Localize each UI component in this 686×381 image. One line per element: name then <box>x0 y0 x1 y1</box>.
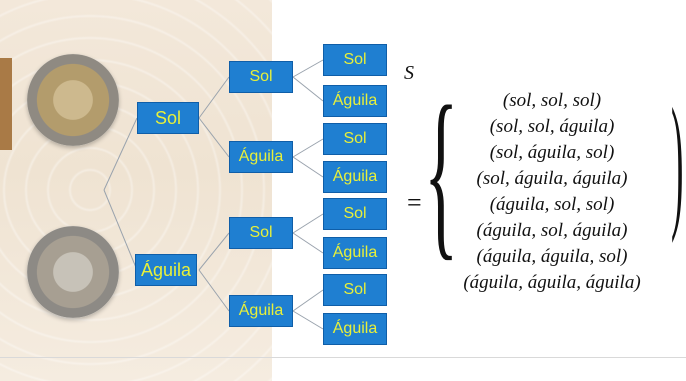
coin-sol-image <box>27 54 119 146</box>
outcome-item: (sol, sol, águila) <box>489 116 615 137</box>
branch-line <box>198 232 230 271</box>
branch-line <box>292 76 324 102</box>
node-level3-aguila: Águila <box>323 237 387 269</box>
branch-line <box>103 117 138 191</box>
branch-line <box>292 213 324 234</box>
outcome-item: (sol, águila, sol) <box>489 142 615 163</box>
right-brace: ) <box>671 78 684 244</box>
branch-line <box>292 289 324 312</box>
outcome-list: (sol, sol, sol) (sol, sol, águila) (sol,… <box>430 88 674 296</box>
node-level3-aguila: Águila <box>323 161 387 193</box>
branch-line <box>198 76 230 119</box>
branch-line <box>292 59 324 78</box>
outcome-item: (águila, águila, águila) <box>463 272 641 293</box>
coin-aguila-image <box>27 226 119 318</box>
node-level3-sol: Sol <box>323 198 387 230</box>
node-level3-sol: Sol <box>323 274 387 306</box>
node-level2-aguila: Águila <box>229 295 293 327</box>
branch-line <box>292 310 324 330</box>
node-level2-aguila: Águila <box>229 141 293 173</box>
branch-line <box>103 189 138 271</box>
accent-tab <box>0 58 12 150</box>
node-level3-aguila: Águila <box>323 313 387 345</box>
outcome-item: (águila, sol, sol) <box>489 194 615 215</box>
node-level2-sol: Sol <box>229 217 293 249</box>
outcome-item: (sol, águila, águila) <box>476 168 628 189</box>
node-level2-sol: Sol <box>229 61 293 93</box>
node-level3-sol: Sol <box>323 44 387 76</box>
branch-line <box>292 138 324 158</box>
outcome-item: (sol, sol, sol) <box>502 90 602 111</box>
branch-line <box>292 232 324 254</box>
sample-space-symbol: S <box>404 62 414 84</box>
equals-sign: = <box>407 188 422 217</box>
node-level1-aguila: Águila <box>135 254 197 286</box>
outcome-item: (águila, sol, águila) <box>476 220 628 241</box>
node-level3-sol: Sol <box>323 123 387 155</box>
node-level3-aguila: Águila <box>323 85 387 117</box>
branch-line <box>198 117 230 158</box>
outcome-item: (águila, águila, sol) <box>476 246 628 267</box>
left-brace: { <box>424 67 459 276</box>
branch-line <box>198 269 230 312</box>
branch-line <box>292 156 324 178</box>
node-level1-sol: Sol <box>137 102 199 134</box>
bottom-divider <box>0 357 686 358</box>
